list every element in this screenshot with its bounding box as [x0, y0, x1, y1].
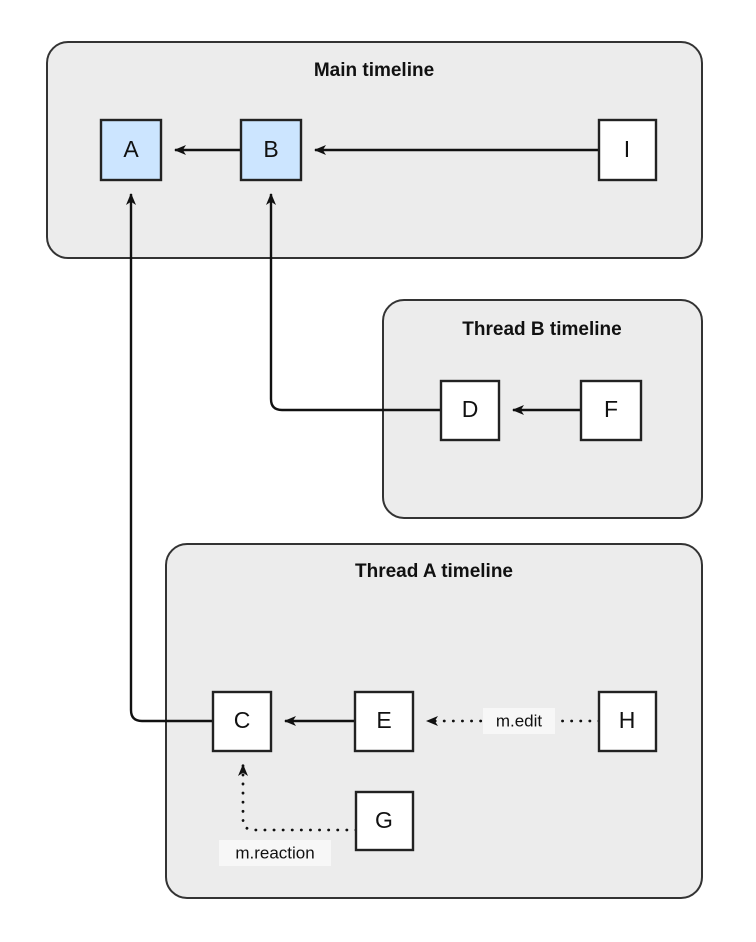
node-E-label: E — [376, 707, 391, 733]
node-H[interactable]: H — [597, 690, 658, 753]
edge-C-to-A — [126, 193, 213, 723]
edge-label-m-reaction: m.reaction — [235, 843, 314, 862]
node-B-label: B — [263, 136, 278, 162]
edge-D-to-B — [266, 193, 441, 412]
node-B[interactable]: B — [239, 118, 303, 182]
node-G[interactable]: G — [354, 790, 415, 852]
node-F-box[interactable] — [579, 379, 643, 442]
node-I[interactable]: I — [597, 118, 658, 182]
node-F[interactable]: F — [579, 379, 643, 442]
node-C-box[interactable] — [211, 690, 273, 753]
node-D-label: D — [462, 396, 479, 422]
node-D-box[interactable] — [439, 379, 501, 442]
node-B-box[interactable] — [239, 118, 303, 182]
node-H-label: H — [619, 707, 636, 733]
node-F-label: F — [604, 396, 618, 422]
node-A-box[interactable] — [99, 118, 163, 182]
node-I-label: I — [624, 136, 630, 162]
node-D[interactable]: D — [439, 379, 501, 442]
edge-label-m-edit-halo — [483, 708, 555, 734]
node-A[interactable]: A — [99, 118, 163, 182]
node-C-label: C — [234, 707, 251, 733]
group-main-timeline-title: Main timeline — [314, 60, 434, 81]
node-A-label: A — [123, 136, 139, 162]
node-E[interactable]: E — [353, 690, 415, 753]
edge-label-m-reaction-halo — [219, 840, 331, 866]
node-G-label: G — [375, 807, 393, 833]
node-E-box[interactable] — [353, 690, 415, 753]
edge-label-m-edit: m.edit — [496, 711, 543, 730]
node-C[interactable]: C — [211, 690, 273, 753]
group-thread-b-timeline-title: Thread B timeline — [462, 319, 621, 340]
node-H-box[interactable] — [597, 690, 658, 753]
node-G-box[interactable] — [354, 790, 415, 852]
node-I-box[interactable] — [597, 118, 658, 182]
group-thread-a-timeline-title: Thread A timeline — [355, 561, 513, 582]
